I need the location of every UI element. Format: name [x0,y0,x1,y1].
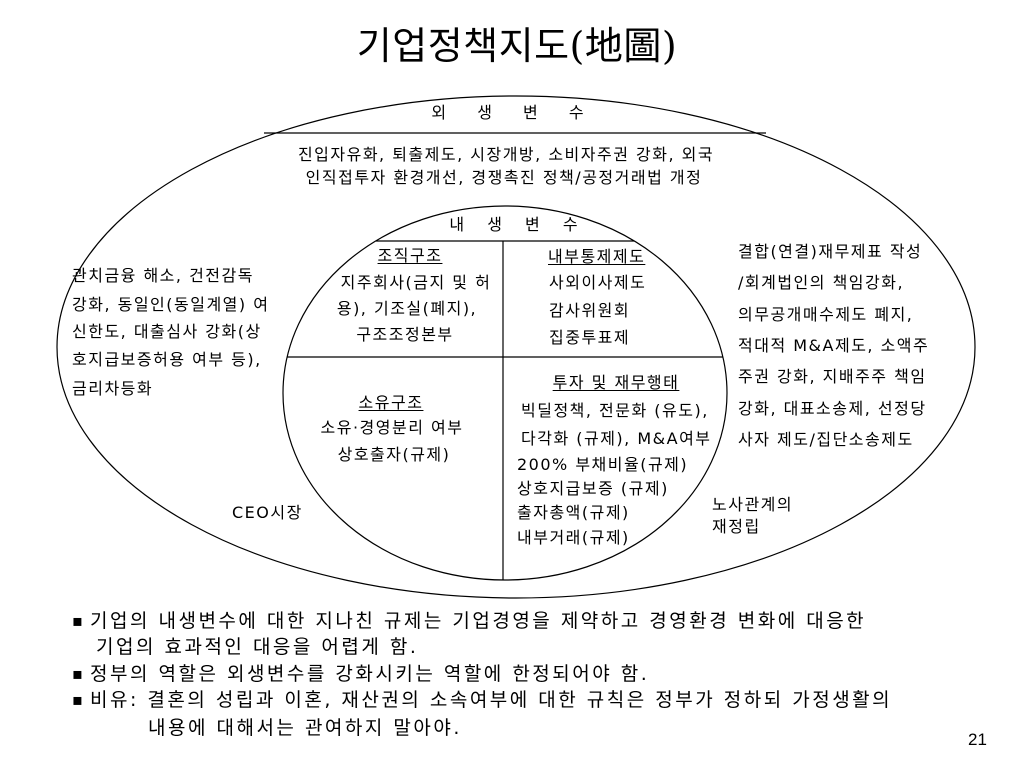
internal-control-line: 사외이사제도 [549,273,647,292]
ownership-line: 소유·경영분리 여부 [320,418,464,437]
investment-line: 상호지급보증 (규제) [517,479,669,498]
left-note-line: 금리차등화 [72,379,154,398]
right-note-line: 사자 제도/집단소송제도 [738,430,914,449]
ownership-heading: 소유구조 [358,393,424,412]
internal-control-line: 집중투표제 [549,328,631,347]
exogenous-label: 외 생 변 수 [431,103,597,122]
left-note-line: 관치금융 해소, 건전감독 [72,266,254,285]
bullet-marker: ▪ [72,664,83,683]
bullet-text-line: 비유: 결혼의 성립과 이혼, 재산권의 소속여부에 대한 규칙은 정부가 정하… [90,689,893,711]
right-note-line: 주권 강화, 지배주주 책임 [738,367,927,386]
slide-title: 기업정책지도(地圖) [356,24,678,68]
right-note-line: 적대적 M&A제도, 소액주 [738,336,930,355]
page-number: 21 [968,730,987,749]
ceo-market-label: CEO시장 [232,503,303,522]
right-note-line: 강화, 대표소송제, 선정당 [738,399,927,418]
labor-relations-line: 노사관계의 [712,495,794,514]
investment-heading: 투자 및 재무행태 [552,373,680,392]
right-note-line: /회계법인의 책임강화, [738,273,905,292]
bullet-marker: ▪ [72,611,83,630]
exogenous-policy-line: 진입자유화, 퇴출제도, 시장개방, 소비자주권 강화, 외국 [297,145,715,164]
exogenous-policy-line: 인직접투자 환경개선, 경쟁촉진 정책/공정거래법 개정 [305,168,703,187]
investment-line: 200% 부채비율(규제) [517,455,689,474]
organization-heading: 조직구조 [377,246,443,265]
investment-line: 다각화 (규제), M&A여부 [521,429,712,448]
organization-line: 지주회사(금지 및 허 [340,273,492,292]
internal-control-line: 감사위원회 [549,301,631,320]
endogenous-label: 내 생 변 수 [449,215,587,234]
investment-line: 내부거래(규제) [517,528,630,547]
internal-control-heading: 내부통제제도 [548,247,646,266]
investment-line: 빅딜정책, 전문화 (유도), [521,401,709,420]
right-note-line: 의무공개매수제도 폐지, [738,305,914,324]
bullet-marker: ▪ [72,690,83,709]
bullet-text-line: 기업의 효과적인 대응을 어렵게 함. [96,636,419,658]
inner-ellipse [282,205,728,581]
investment-line: 출자총액(규제) [517,503,630,522]
organization-line: 구조조정본부 [356,325,454,344]
bullet-text-line: 기업의 내생변수에 대한 지나친 규제는 기업경영을 제약하고 경영환경 변화에… [90,610,867,632]
left-note-line: 신한도, 대출심사 강화(상 [72,322,262,341]
outer-ellipse [56,95,976,599]
bullet-text-line: 내용에 대해서는 관여하지 말아야. [148,717,462,739]
bullet-text-line: 정부의 역할은 외생변수를 강화시키는 역할에 한정되어야 함. [90,663,650,685]
ownership-line: 상호출자(규제) [337,445,451,464]
right-note-line: 결합(연결)재무제표 작성 [738,242,923,261]
organization-line: 용), 기조실(폐지), [336,299,478,318]
left-note-line: 강화, 동일인(동일계열) 여 [72,295,270,314]
left-note-line: 호지급보증허용 여부 등), [72,350,262,369]
labor-relations-line: 재정립 [712,517,761,536]
